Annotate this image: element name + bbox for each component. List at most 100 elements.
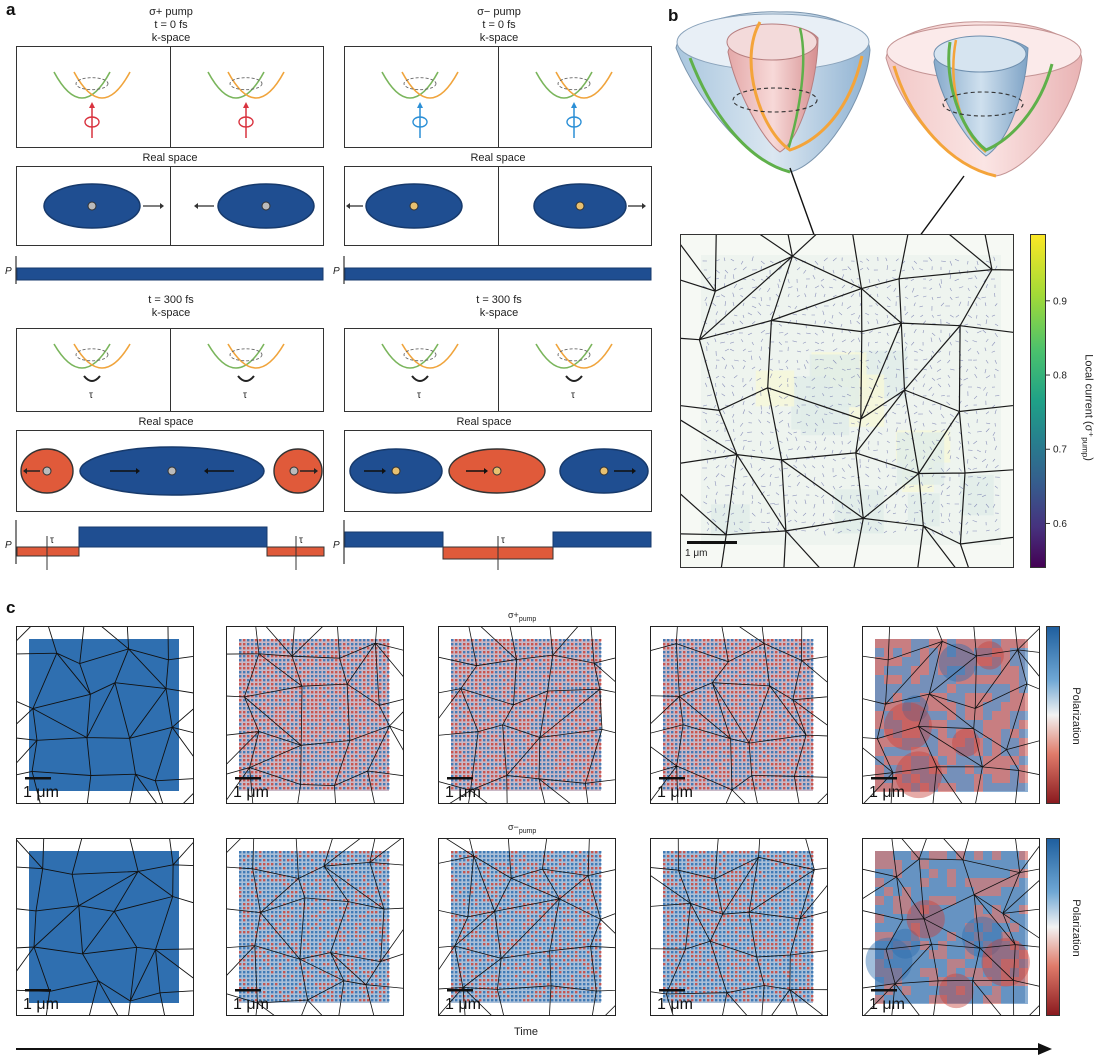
right-kspace-top: k-space xyxy=(479,32,519,44)
tau-label: τ xyxy=(501,535,505,546)
left-t300-title: t = 300 fs k-space xyxy=(96,294,246,320)
right-kspace-divider-top xyxy=(498,46,500,148)
arrow-head xyxy=(136,468,140,474)
polarization-snapshot: 1 μm xyxy=(862,838,1040,1016)
current-patch xyxy=(809,354,860,408)
circular-polarization-icon xyxy=(238,116,254,128)
polarization-blob xyxy=(951,728,980,757)
left-kspace-bottom: k-space xyxy=(151,307,191,319)
relaxation-arrow xyxy=(411,375,429,382)
green-curve xyxy=(688,57,791,174)
polarization-blob xyxy=(884,702,932,751)
row1-title: σ+pump xyxy=(508,610,536,623)
scale-bar-label: 1 μm xyxy=(233,784,269,801)
scale-bar xyxy=(25,989,51,992)
polarization-snapshot-svg: 1 μm xyxy=(651,839,827,1015)
red-domains xyxy=(875,639,1028,792)
polarization-snapshot-svg: 1 μm xyxy=(863,839,1039,1015)
grain-boundaries xyxy=(439,839,615,1015)
right-real-space-2: Real space xyxy=(456,416,512,428)
band-parabola xyxy=(401,343,459,369)
polarization-snapshot-svg: 1 μm xyxy=(227,839,403,1015)
right-kspace-divider-bottom xyxy=(498,328,500,412)
band-parabola xyxy=(207,71,265,99)
arrow-head xyxy=(632,468,636,474)
red-domains xyxy=(239,639,390,790)
band-parabola xyxy=(535,71,593,99)
right-time-top: t = 0 fs xyxy=(482,19,516,31)
pump-arrow-head xyxy=(89,102,95,108)
local-current-map-svg xyxy=(681,235,1013,567)
left-kspace-top: k-space xyxy=(151,32,191,44)
right-pump-label: σ− pump xyxy=(477,6,521,18)
p-bar-right-top xyxy=(344,267,652,281)
grain-boundaries xyxy=(227,627,403,803)
scale-bar xyxy=(659,989,685,992)
dashed-contour xyxy=(557,348,591,362)
p-bar-left-top xyxy=(16,267,324,281)
pump-arrow-head xyxy=(571,102,577,108)
polarization-colorbar-1 xyxy=(1046,626,1060,804)
band-parabola xyxy=(207,343,265,369)
polarization-blob xyxy=(890,928,921,959)
right-real-space-1: Real space xyxy=(470,152,526,164)
particle xyxy=(391,466,401,476)
arrow-head xyxy=(484,468,488,474)
polarization-snapshot-svg: 1 μm xyxy=(439,839,615,1015)
particle xyxy=(289,466,299,476)
right-t300-title: t = 300 fs k-space xyxy=(424,294,574,320)
red-domains xyxy=(875,851,1028,1004)
polarization-snapshot: 1 μm xyxy=(438,838,616,1016)
circular-polarization-icon xyxy=(84,116,100,128)
arrow-head xyxy=(204,468,208,474)
relaxation-arrow xyxy=(565,375,583,382)
polarization-snapshot-svg: 1 μm xyxy=(863,627,1039,803)
left-time-bottom: t = 300 fs xyxy=(148,294,194,306)
particle xyxy=(599,466,609,476)
blue-domains xyxy=(875,851,1028,1004)
dashed-contour xyxy=(942,91,1024,117)
grain-boundaries xyxy=(439,627,615,803)
polarization-blob xyxy=(938,643,977,682)
dashed-contour xyxy=(229,77,263,91)
scale-bar xyxy=(687,541,737,544)
band-parabola xyxy=(227,71,285,99)
panel-b-label: b xyxy=(668,6,679,25)
scale-bar-label: 1 μm xyxy=(445,996,481,1013)
band-parabola xyxy=(53,343,111,369)
p-bar-blue xyxy=(552,531,652,548)
right-kspace-bottom: k-space xyxy=(479,307,519,319)
grain-boundaries xyxy=(681,235,1013,567)
scale-bar-label: 1 μm xyxy=(657,996,693,1013)
red-domains xyxy=(451,639,602,790)
polarization-snapshot-svg: 1 μm xyxy=(17,627,193,803)
tau-label: τ xyxy=(50,535,54,546)
band-parabola xyxy=(53,71,111,99)
local-current-colorbar xyxy=(1030,234,1046,568)
scale-bar-label: 1 μm xyxy=(23,784,59,801)
colorbar-tick-label: 0.8 xyxy=(1053,371,1067,382)
polarization-snapshot-svg: 1 μm xyxy=(651,627,827,803)
time-label: Time xyxy=(514,1026,539,1038)
scale-bar xyxy=(25,777,51,780)
scale-bar xyxy=(659,777,685,780)
red-domains xyxy=(239,851,390,1002)
panel-b-scale-bar-label: 1 μm xyxy=(685,548,708,559)
arrow-head xyxy=(642,203,646,209)
right-realspace-divider-top xyxy=(498,166,500,246)
p-bar-red xyxy=(16,546,80,557)
polarization-snapshot: 1 μm xyxy=(16,838,194,1016)
grain-boundaries xyxy=(17,839,193,1015)
polarization-snapshot-svg: 1 μm xyxy=(439,627,615,803)
particle xyxy=(87,201,97,211)
panel-a-label: a xyxy=(6,0,16,19)
row1-title-main: σ+ xyxy=(508,610,519,620)
left-realspace-divider-top xyxy=(170,166,172,246)
dashed-contour xyxy=(75,77,109,91)
red-domains xyxy=(663,639,814,790)
blue-domains xyxy=(451,639,602,790)
local-current-map xyxy=(680,234,1014,568)
